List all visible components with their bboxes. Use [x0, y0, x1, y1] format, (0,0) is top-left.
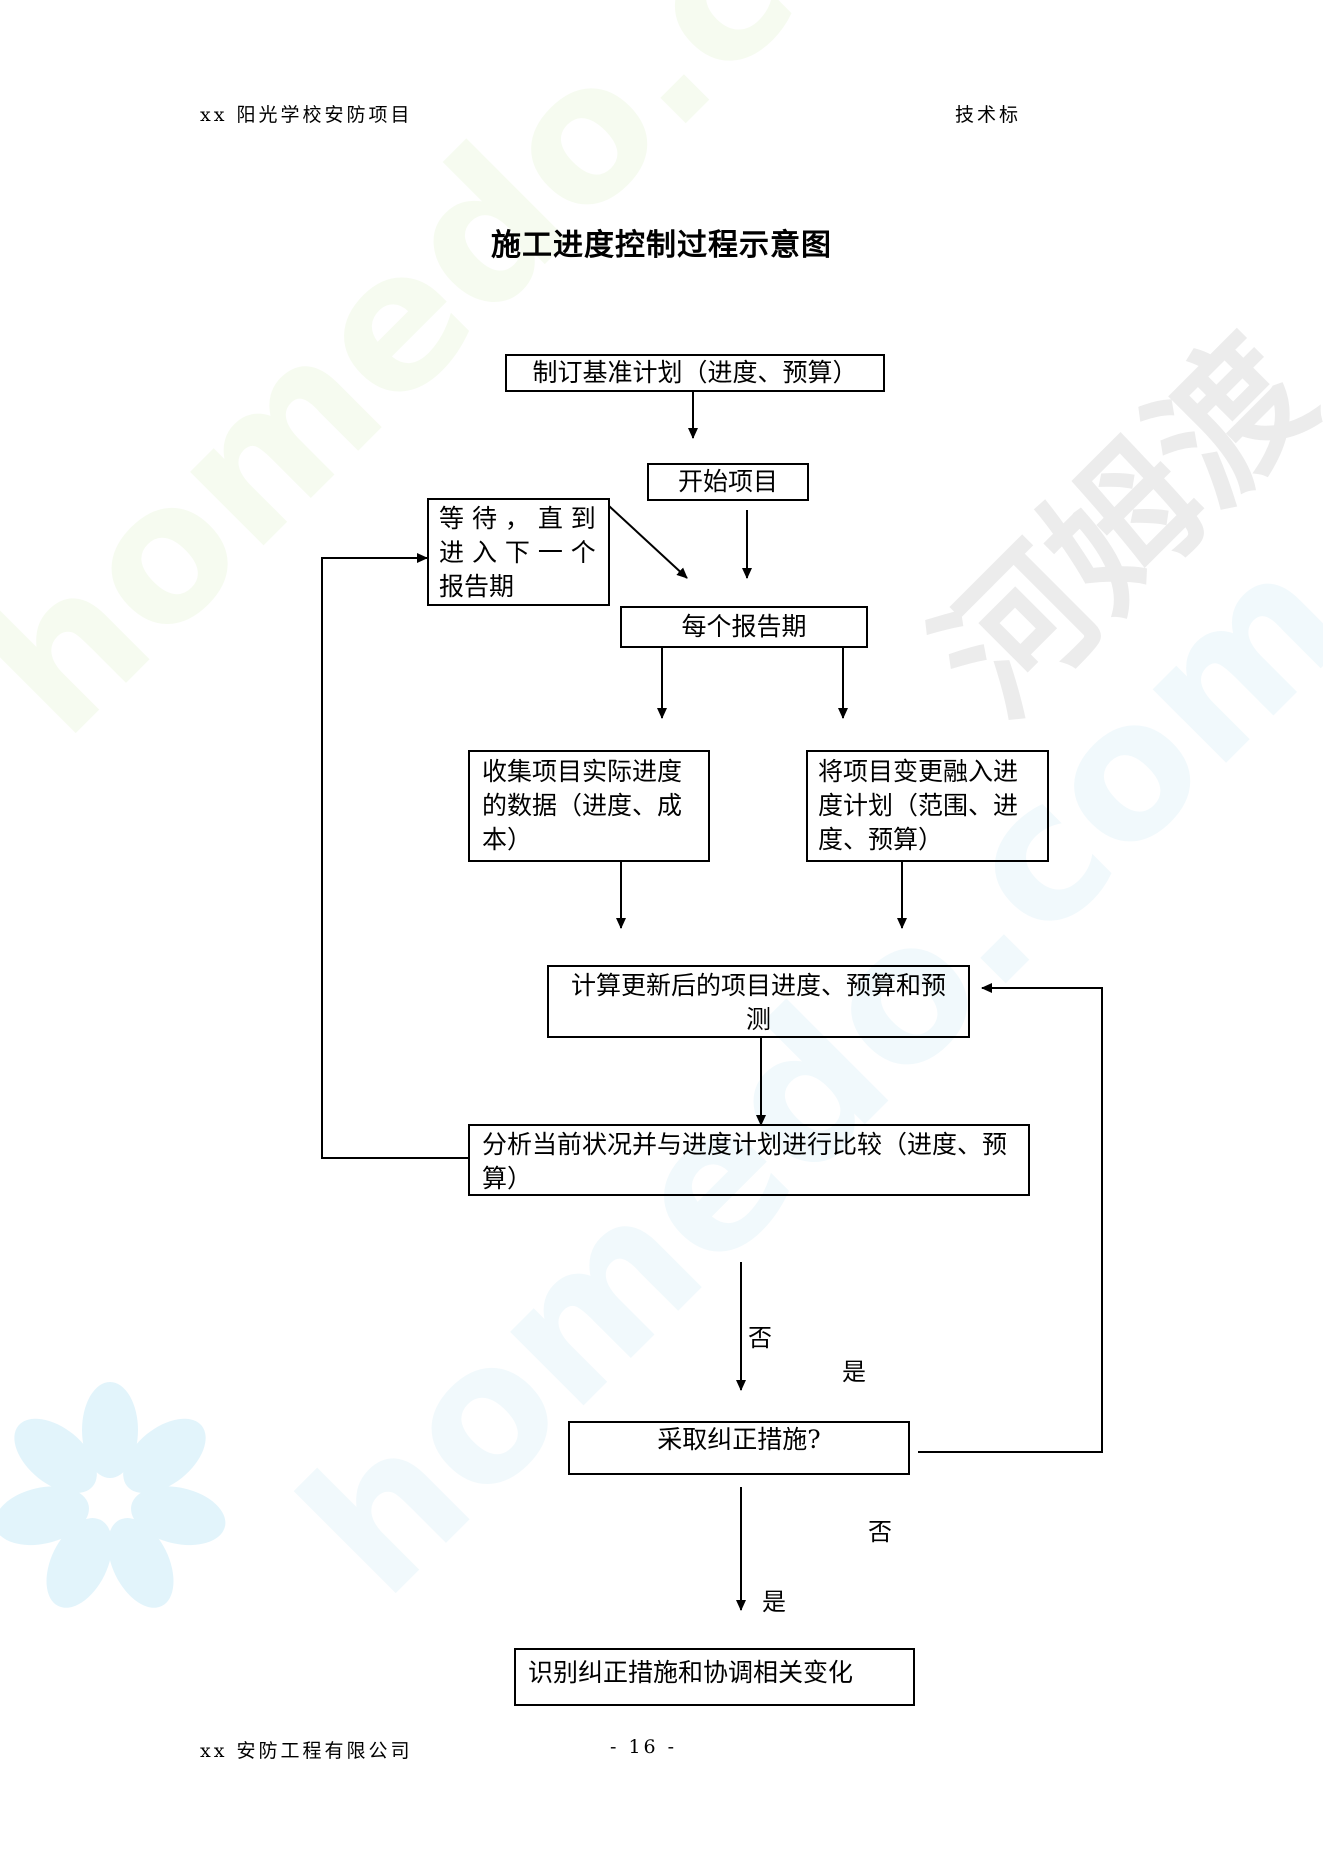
diagram-title: 施工进度控制过程示意图 [491, 228, 832, 263]
label-no-2: 否 [868, 1518, 892, 1546]
node-collect-data: 收集项目实际进度的数据（进度、成本） [468, 750, 710, 862]
footer-company: xx 安防工程有限公司 [200, 1740, 413, 1762]
arrow-analyze-wait [321, 553, 470, 1159]
node-identify-actions: 识别纠正措施和协调相关变化 [514, 1648, 915, 1706]
node-merge-changes: 将项目变更融入进度计划（范围、进度、预算） [806, 750, 1049, 862]
label-no-1: 否 [748, 1324, 772, 1352]
arrow-decide-calc [918, 983, 1103, 1453]
label-yes-2: 是 [762, 1588, 786, 1616]
node-wait-period: 等 待 ， 直 到 进 入 下 一 个 报告期 [427, 498, 610, 606]
header-left: xx 阳光学校安防项目 [200, 104, 413, 126]
node-each-period: 每个报告期 [620, 606, 868, 648]
watermark-flower-icon [0, 1382, 226, 1608]
node-decide-correct: 采取纠正措施? [568, 1421, 910, 1475]
node-start-project: 开始项目 [647, 463, 809, 501]
header-right: 技术标 [955, 104, 1022, 126]
node-analyze-compare: 分析当前状况并与进度计划进行比较（进度、预算） [468, 1124, 1030, 1196]
footer-page-number: - 16 - [610, 1736, 678, 1758]
label-yes-1: 是 [842, 1358, 866, 1386]
node-baseline-plan: 制订基准计划（进度、预算） [505, 354, 885, 392]
arrow-wait-period [608, 505, 688, 579]
node-calc-update: 计算更新后的项目进度、预算和预测 [547, 965, 970, 1038]
